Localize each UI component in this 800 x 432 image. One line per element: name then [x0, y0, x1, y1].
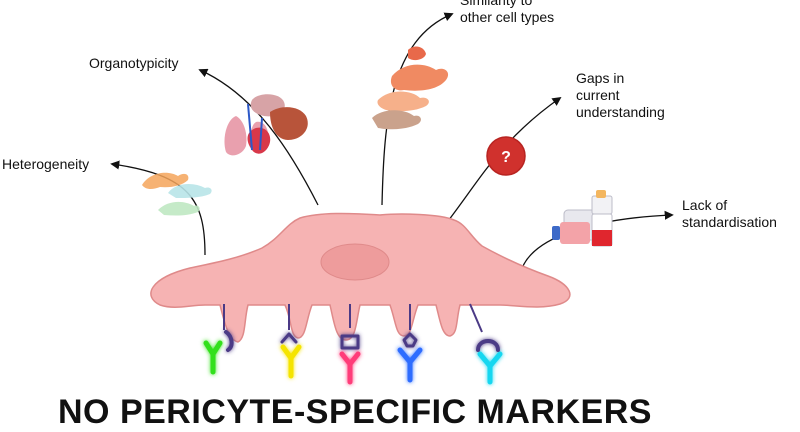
nucleus: [320, 243, 390, 281]
equipment-icon: [552, 190, 613, 247]
label-heterogeneity: Heterogeneity: [2, 156, 90, 172]
antibody-pink: [339, 334, 361, 385]
pericyte-diagram: ?: [110, 12, 674, 385]
label-similarity: Similarity to other cell types: [460, 0, 555, 25]
pericyte-cell: [150, 212, 571, 343]
antibody-yellow: [280, 332, 302, 379]
label-standardisation: Lack of standardisation: [682, 197, 777, 230]
title-banner: NO PERICYTE-SPECIFIC MARKERS: [58, 393, 652, 431]
antibody-blue: [397, 332, 423, 383]
receptor-5: [469, 303, 483, 333]
label-gaps: Gaps in current understanding: [576, 70, 665, 120]
receptors: [223, 303, 483, 333]
organs-icon: [224, 94, 308, 156]
arrow-organotypicity: [198, 68, 319, 206]
fibroblasts-icon: [372, 46, 449, 130]
antibody-cyan: [476, 339, 503, 385]
question-icon: ?: [486, 136, 526, 176]
label-organotypicity: Organotypicity: [89, 55, 179, 71]
question-mark: ?: [501, 149, 511, 166]
antibodies: [203, 330, 503, 385]
cells-icon: [142, 172, 212, 216]
antibody-green: [203, 330, 234, 375]
